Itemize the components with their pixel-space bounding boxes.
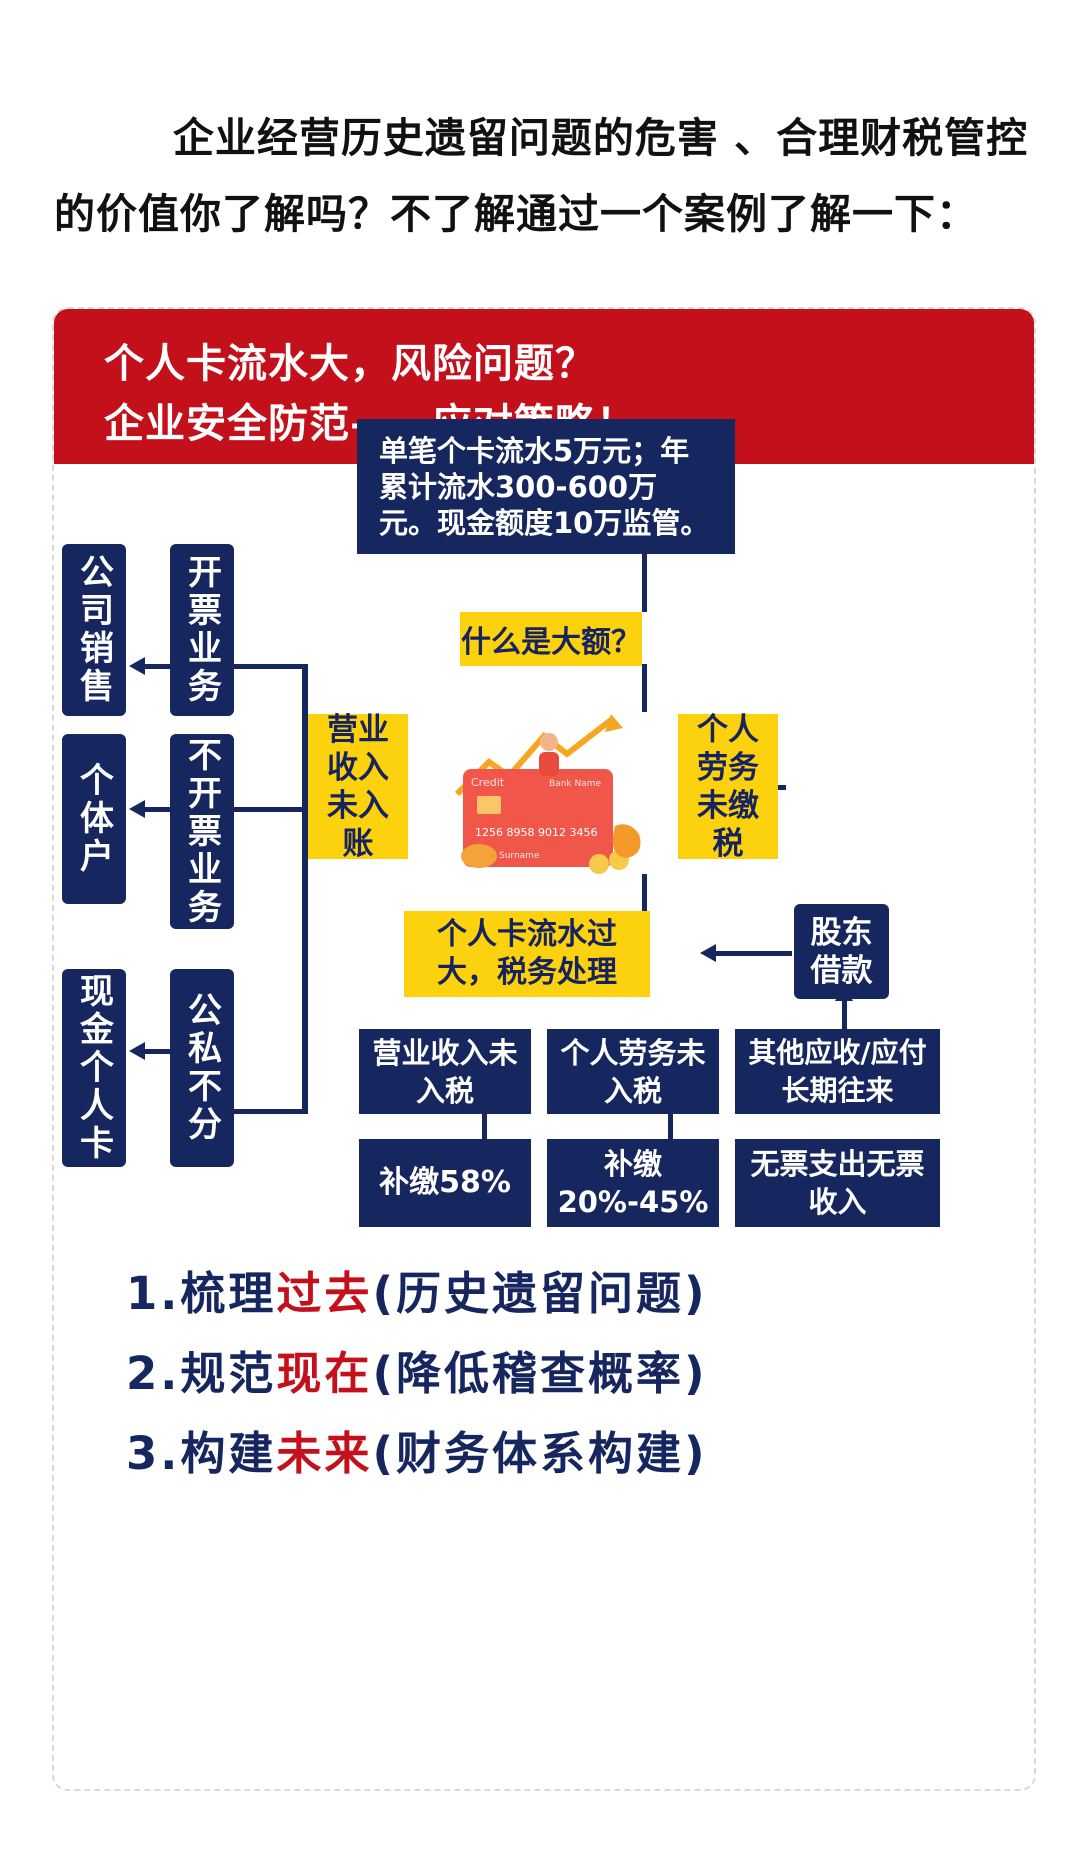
labor-untaxed-box: 个人劳务未入税: [547, 1029, 719, 1114]
connector-card-to-center: [642, 874, 647, 914]
connector-arrow-1: [144, 664, 170, 669]
outer-box-individual-business: 个体户: [62, 734, 126, 904]
inner-box-mixed-accounts: 公私不分: [170, 969, 234, 1167]
backpay-20-45-box: 补缴20%-45%: [547, 1139, 719, 1227]
step-3-keyword: 未来: [276, 1427, 373, 1480]
unpaid-labor-tax-box: 个人劳务未缴税: [678, 712, 778, 862]
connector-top-to-question: [642, 554, 647, 612]
connector-bracket-top: [214, 664, 306, 669]
backpay-58-box: 补缴58%: [359, 1139, 531, 1227]
step-1: 1.梳理过去(历史遗留问题): [126, 1267, 708, 1320]
no-invoice-flows-box: 无票支出无票收入: [735, 1139, 940, 1227]
arrow-left-icon: [129, 657, 145, 675]
center-handling-box: 个人卡流水过大，税务处理: [404, 911, 650, 997]
question-label: 什么是大额？: [460, 612, 642, 666]
connector-arrow-2: [144, 807, 170, 812]
connector-col2: [668, 1114, 673, 1139]
step-1-keyword: 过去: [276, 1267, 373, 1320]
shareholder-loan-box: 股东借款: [794, 904, 889, 999]
connector-bracket-vertical: [302, 664, 308, 1114]
inner-box-invoice-business: 开票业务: [170, 544, 234, 716]
svg-text:Credit: Credit: [471, 776, 505, 789]
long-term-accounts-box: 其他应收/应付 长期往来: [735, 1029, 940, 1114]
outer-box-company-sales: 公司销售: [62, 544, 126, 716]
intro-paragraph: 企业经营历史遗留问题的危害 、合理财税管控的价值你了解吗？不了解通过一个案例了解…: [54, 114, 1029, 238]
arrow-left-icon: [129, 1042, 145, 1060]
arrow-left-icon: [700, 944, 716, 962]
connector-col1: [482, 1114, 487, 1139]
regulation-threshold-box: 单笔个卡流水5万元；年累计流水300-600万元。现金额度10万监管。: [357, 419, 735, 554]
inner-box-no-invoice-business: 不开票业务: [170, 734, 234, 929]
svg-text:Surname: Surname: [499, 851, 540, 861]
outer-box-cash-personal-card: 现金个人卡: [62, 969, 126, 1167]
connector-bracket-middle: [214, 807, 354, 812]
step-2: 2.规范现在(降低稽查概率): [126, 1347, 708, 1400]
svg-text:Bank Name: Bank Name: [549, 779, 601, 789]
svg-text:1256 8958 9012 3456: 1256 8958 9012 3456: [475, 826, 597, 839]
step-3: 3.构建未来(财务体系构建): [126, 1427, 708, 1480]
revenue-untaxed-box: 营业收入未入税: [359, 1029, 531, 1114]
credit-card-illustration: Credit Bank Name 1256 8958 9012 3456 Sur…: [449, 714, 649, 874]
arrow-left-icon: [129, 800, 145, 818]
connector-bracket-bottom: [214, 1109, 306, 1114]
banner-line-1: 个人卡流水大，风险问题？: [104, 341, 596, 387]
unrecorded-revenue-box: 营业收入未入账: [308, 712, 408, 862]
connector-question-to-card: [642, 664, 647, 712]
connector-arrow-3: [144, 1049, 170, 1054]
step-2-keyword: 现在: [276, 1347, 373, 1400]
connector-up-to-loan: [842, 999, 847, 1031]
infographic-card: 个人卡流水大，风险问题？ 企业安全防范——应对策略！ 公司销售 开票业务 个体户…: [52, 307, 1036, 1791]
connector-loan-to-center: [714, 951, 792, 956]
credit-card-growth-icon: Credit Bank Name 1256 8958 9012 3456 Sur…: [454, 714, 641, 874]
